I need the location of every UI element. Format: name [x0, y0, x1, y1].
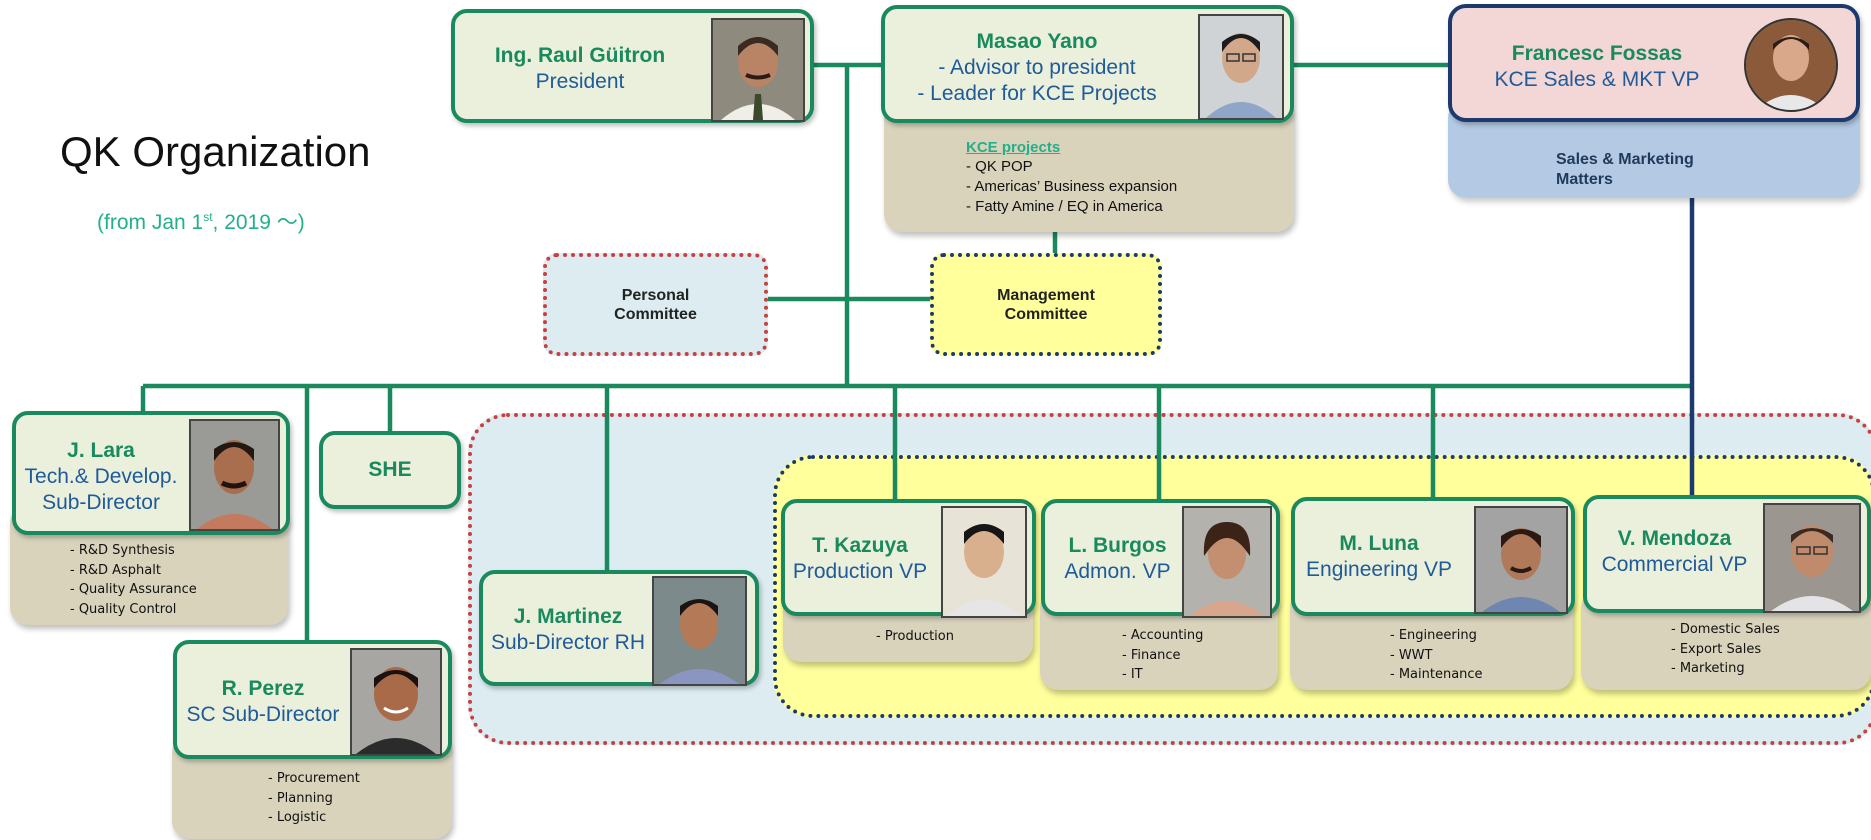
- burgos-duty-item: - Accounting: [1122, 628, 1204, 643]
- sales-vp-card: Francesc Fossas KCE Sales & MKT VP: [1448, 4, 1860, 122]
- martinez-name: J. Martinez: [513, 605, 623, 628]
- sales-vp-photo: [1744, 18, 1838, 112]
- luna-duty-item: - Maintenance: [1390, 667, 1483, 682]
- luna-duty-item: - Engineering: [1390, 628, 1477, 643]
- martinez-role: Sub-Director RH: [490, 631, 646, 654]
- mendoza-name: V. Mendoza: [1617, 527, 1732, 550]
- lara-photo: [189, 419, 280, 531]
- kce-project-item: - Americas’ Business expansion: [966, 178, 1178, 195]
- burgos-card: L. Burgos Admon. VP: [1041, 499, 1280, 618]
- page-title: QK Organization: [60, 128, 371, 175]
- kazuya-role: Production VP: [792, 560, 928, 583]
- management-committee: Management Committee: [930, 253, 1162, 356]
- perez-duty-item: - Planning: [268, 790, 333, 806]
- personal-committee: Personal Committee: [543, 253, 768, 356]
- mendoza-photo: [1763, 503, 1861, 613]
- she-label: SHE: [368, 458, 412, 481]
- sales-matters-line-2: Matters: [1556, 171, 1613, 188]
- mendoza-card: V. Mendoza Commercial VP: [1583, 495, 1871, 613]
- lara-name: J. Lara: [67, 439, 135, 462]
- sales-vp-name: Francesc Fossas: [1511, 42, 1683, 65]
- advisor-role-line-2: - Leader for KCE Projects: [917, 82, 1157, 105]
- lara-duty-item: - Quality Assurance: [70, 582, 197, 597]
- subtitle-prefix: (from Jan 1: [97, 211, 204, 234]
- kazuya-photo: [941, 506, 1027, 618]
- subtitle-suffix: , 2019 ～): [212, 211, 305, 234]
- burgos-duty-item: - IT: [1122, 667, 1143, 682]
- luna-role: Engineering VP: [1306, 558, 1452, 581]
- advisor-photo: [1198, 14, 1284, 120]
- advisor-role-line-1: - Advisor to president: [938, 56, 1136, 79]
- lara-role-line-2: Sub-Director: [42, 491, 160, 514]
- president-name: Ing. Raul Güitron: [494, 44, 666, 67]
- personal-committee-line-2: Committee: [614, 305, 697, 323]
- management-committee-line-1: Management: [997, 286, 1095, 304]
- luna-photo: [1474, 506, 1568, 614]
- perez-card: R. Perez SC Sub-Director: [173, 640, 452, 759]
- mendoza-duty-item: - Export Sales: [1671, 641, 1762, 657]
- kazuya-card: T. Kazuya Production VP: [781, 499, 1036, 618]
- lara-card: J. Lara Tech.& Develop. Sub-Director: [12, 411, 290, 535]
- burgos-name: L. Burgos: [1068, 534, 1167, 557]
- perez-role: SC Sub-Director: [186, 703, 340, 726]
- mendoza-duty-item: - Marketing: [1671, 661, 1745, 676]
- kce-projects-heading: KCE projects: [966, 139, 1061, 156]
- kce-project-item: - Fatty Amine / EQ in America: [966, 198, 1163, 215]
- luna-duty-item: - WWT: [1390, 647, 1433, 663]
- perez-name: R. Perez: [221, 677, 305, 700]
- president-card: Ing. Raul Güitron President: [451, 9, 814, 123]
- personal-committee-line-1: Personal: [621, 286, 690, 304]
- perez-duty-item: - Procurement: [268, 771, 360, 786]
- lara-duty-item: - R&D Asphalt: [70, 562, 161, 578]
- perez-duty-item: - Logistic: [268, 810, 327, 825]
- sales-vp-role: KCE Sales & MKT VP: [1494, 68, 1700, 91]
- lara-duty-item: - R&D Synthesis: [70, 543, 175, 558]
- burgos-duty-item: - Finance: [1122, 647, 1181, 663]
- advisor-card: Masao Yano - Advisor to president - Lead…: [881, 5, 1294, 123]
- lara-role-line-1: Tech.& Develop.: [24, 465, 178, 488]
- management-committee-line-2: Committee: [1004, 305, 1088, 323]
- luna-card: M. Luna Engineering VP: [1291, 497, 1575, 616]
- advisor-name: Masao Yano: [976, 30, 1098, 53]
- subtitle-sup: st: [203, 210, 213, 224]
- president-role: President: [535, 70, 625, 93]
- she-card: SHE: [319, 431, 461, 509]
- kazuya-name: T. Kazuya: [812, 534, 908, 557]
- kce-project-item: - QK POP: [966, 158, 1033, 175]
- kazuya-duty-item: - Production: [876, 629, 954, 644]
- page-subtitle: (from Jan 1st, 2019 ～): [97, 206, 305, 236]
- mendoza-role: Commercial VP: [1601, 553, 1748, 576]
- sales-matters-line-1: Sales & Marketing: [1556, 151, 1694, 168]
- burgos-role: Admon. VP: [1064, 560, 1171, 583]
- lara-duty-item: - Quality Control: [70, 601, 177, 617]
- perez-photo: [350, 648, 442, 756]
- president-photo: [711, 18, 805, 122]
- burgos-photo: [1182, 506, 1272, 618]
- martinez-photo: [652, 576, 747, 686]
- luna-name: M. Luna: [1339, 532, 1419, 555]
- mendoza-duty-item: - Domestic Sales: [1671, 622, 1780, 637]
- martinez-card: J. Martinez Sub-Director RH: [479, 570, 759, 686]
